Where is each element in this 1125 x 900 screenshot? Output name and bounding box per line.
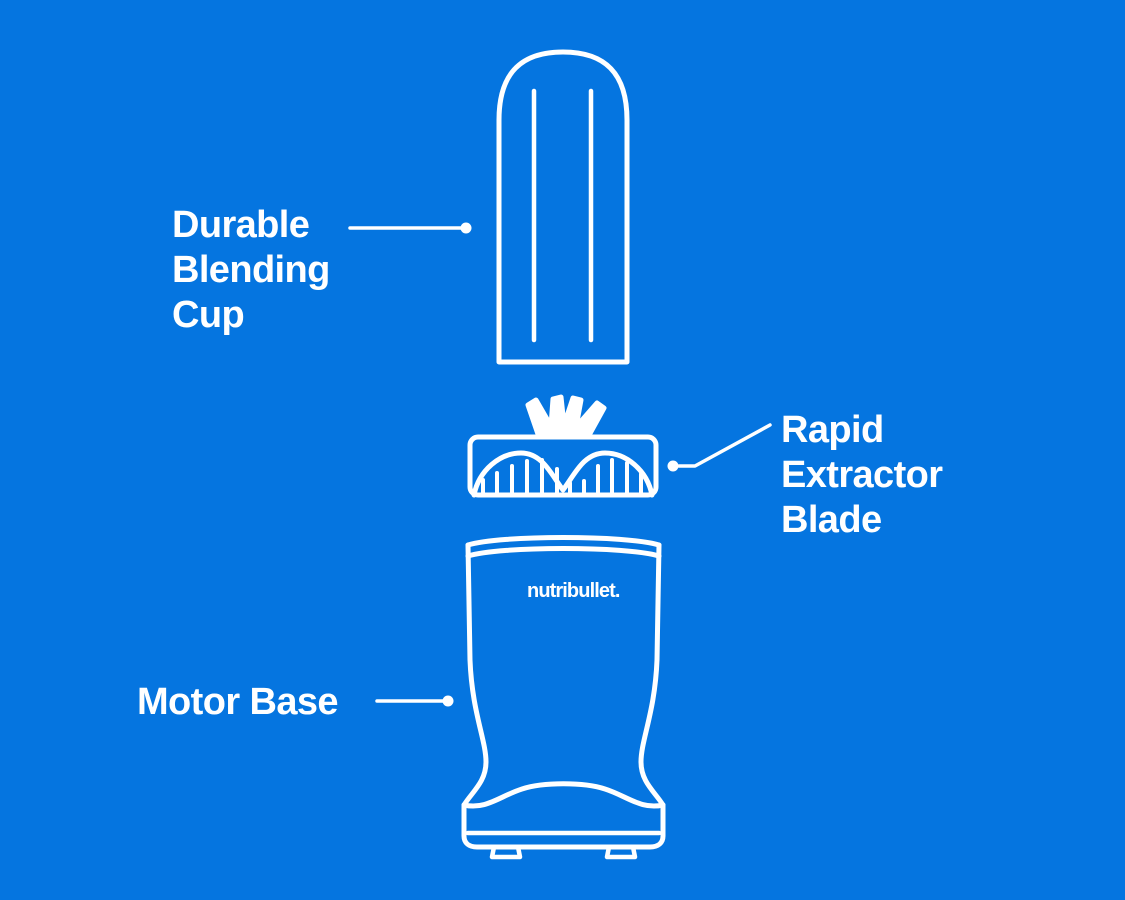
blade-housing xyxy=(467,434,659,498)
motor-base-graphic xyxy=(461,535,666,860)
motor-base-foot-right xyxy=(604,844,638,860)
callout-label-blending-cup: Durable Blending Cup xyxy=(172,204,330,336)
extractor-blade-graphic xyxy=(467,394,659,498)
callout-leader-blade xyxy=(667,423,772,472)
cup-outline xyxy=(496,49,630,365)
blade-wave-profile xyxy=(471,450,655,498)
motor-base-plinth-body xyxy=(461,802,666,850)
blending-cup-graphic xyxy=(496,49,630,365)
blade-prongs-hub xyxy=(525,394,607,440)
callout-leader-base xyxy=(375,695,454,707)
callout-label-extractor-blade: Rapid Extractor Blade xyxy=(781,409,943,541)
nutribullet-brand-logo: nutribullet. xyxy=(527,580,620,602)
motor-base-rim-top xyxy=(465,535,662,548)
motor-base-plinth-wave xyxy=(461,781,666,809)
blade-housing-hatching xyxy=(481,458,643,497)
motor-base-rim-bottom xyxy=(465,546,662,559)
leader-dot-cup xyxy=(460,222,472,234)
motor-base-body-left xyxy=(461,542,489,808)
leader-dot-blade xyxy=(667,460,679,472)
motor-base-body-right xyxy=(638,542,666,808)
callout-leader-cup xyxy=(348,222,472,234)
leader-dot-base xyxy=(442,695,454,707)
leader-line-blade xyxy=(677,423,772,468)
motor-base-foot-left xyxy=(489,844,523,860)
callout-label-motor-base: Motor Base xyxy=(137,681,339,723)
